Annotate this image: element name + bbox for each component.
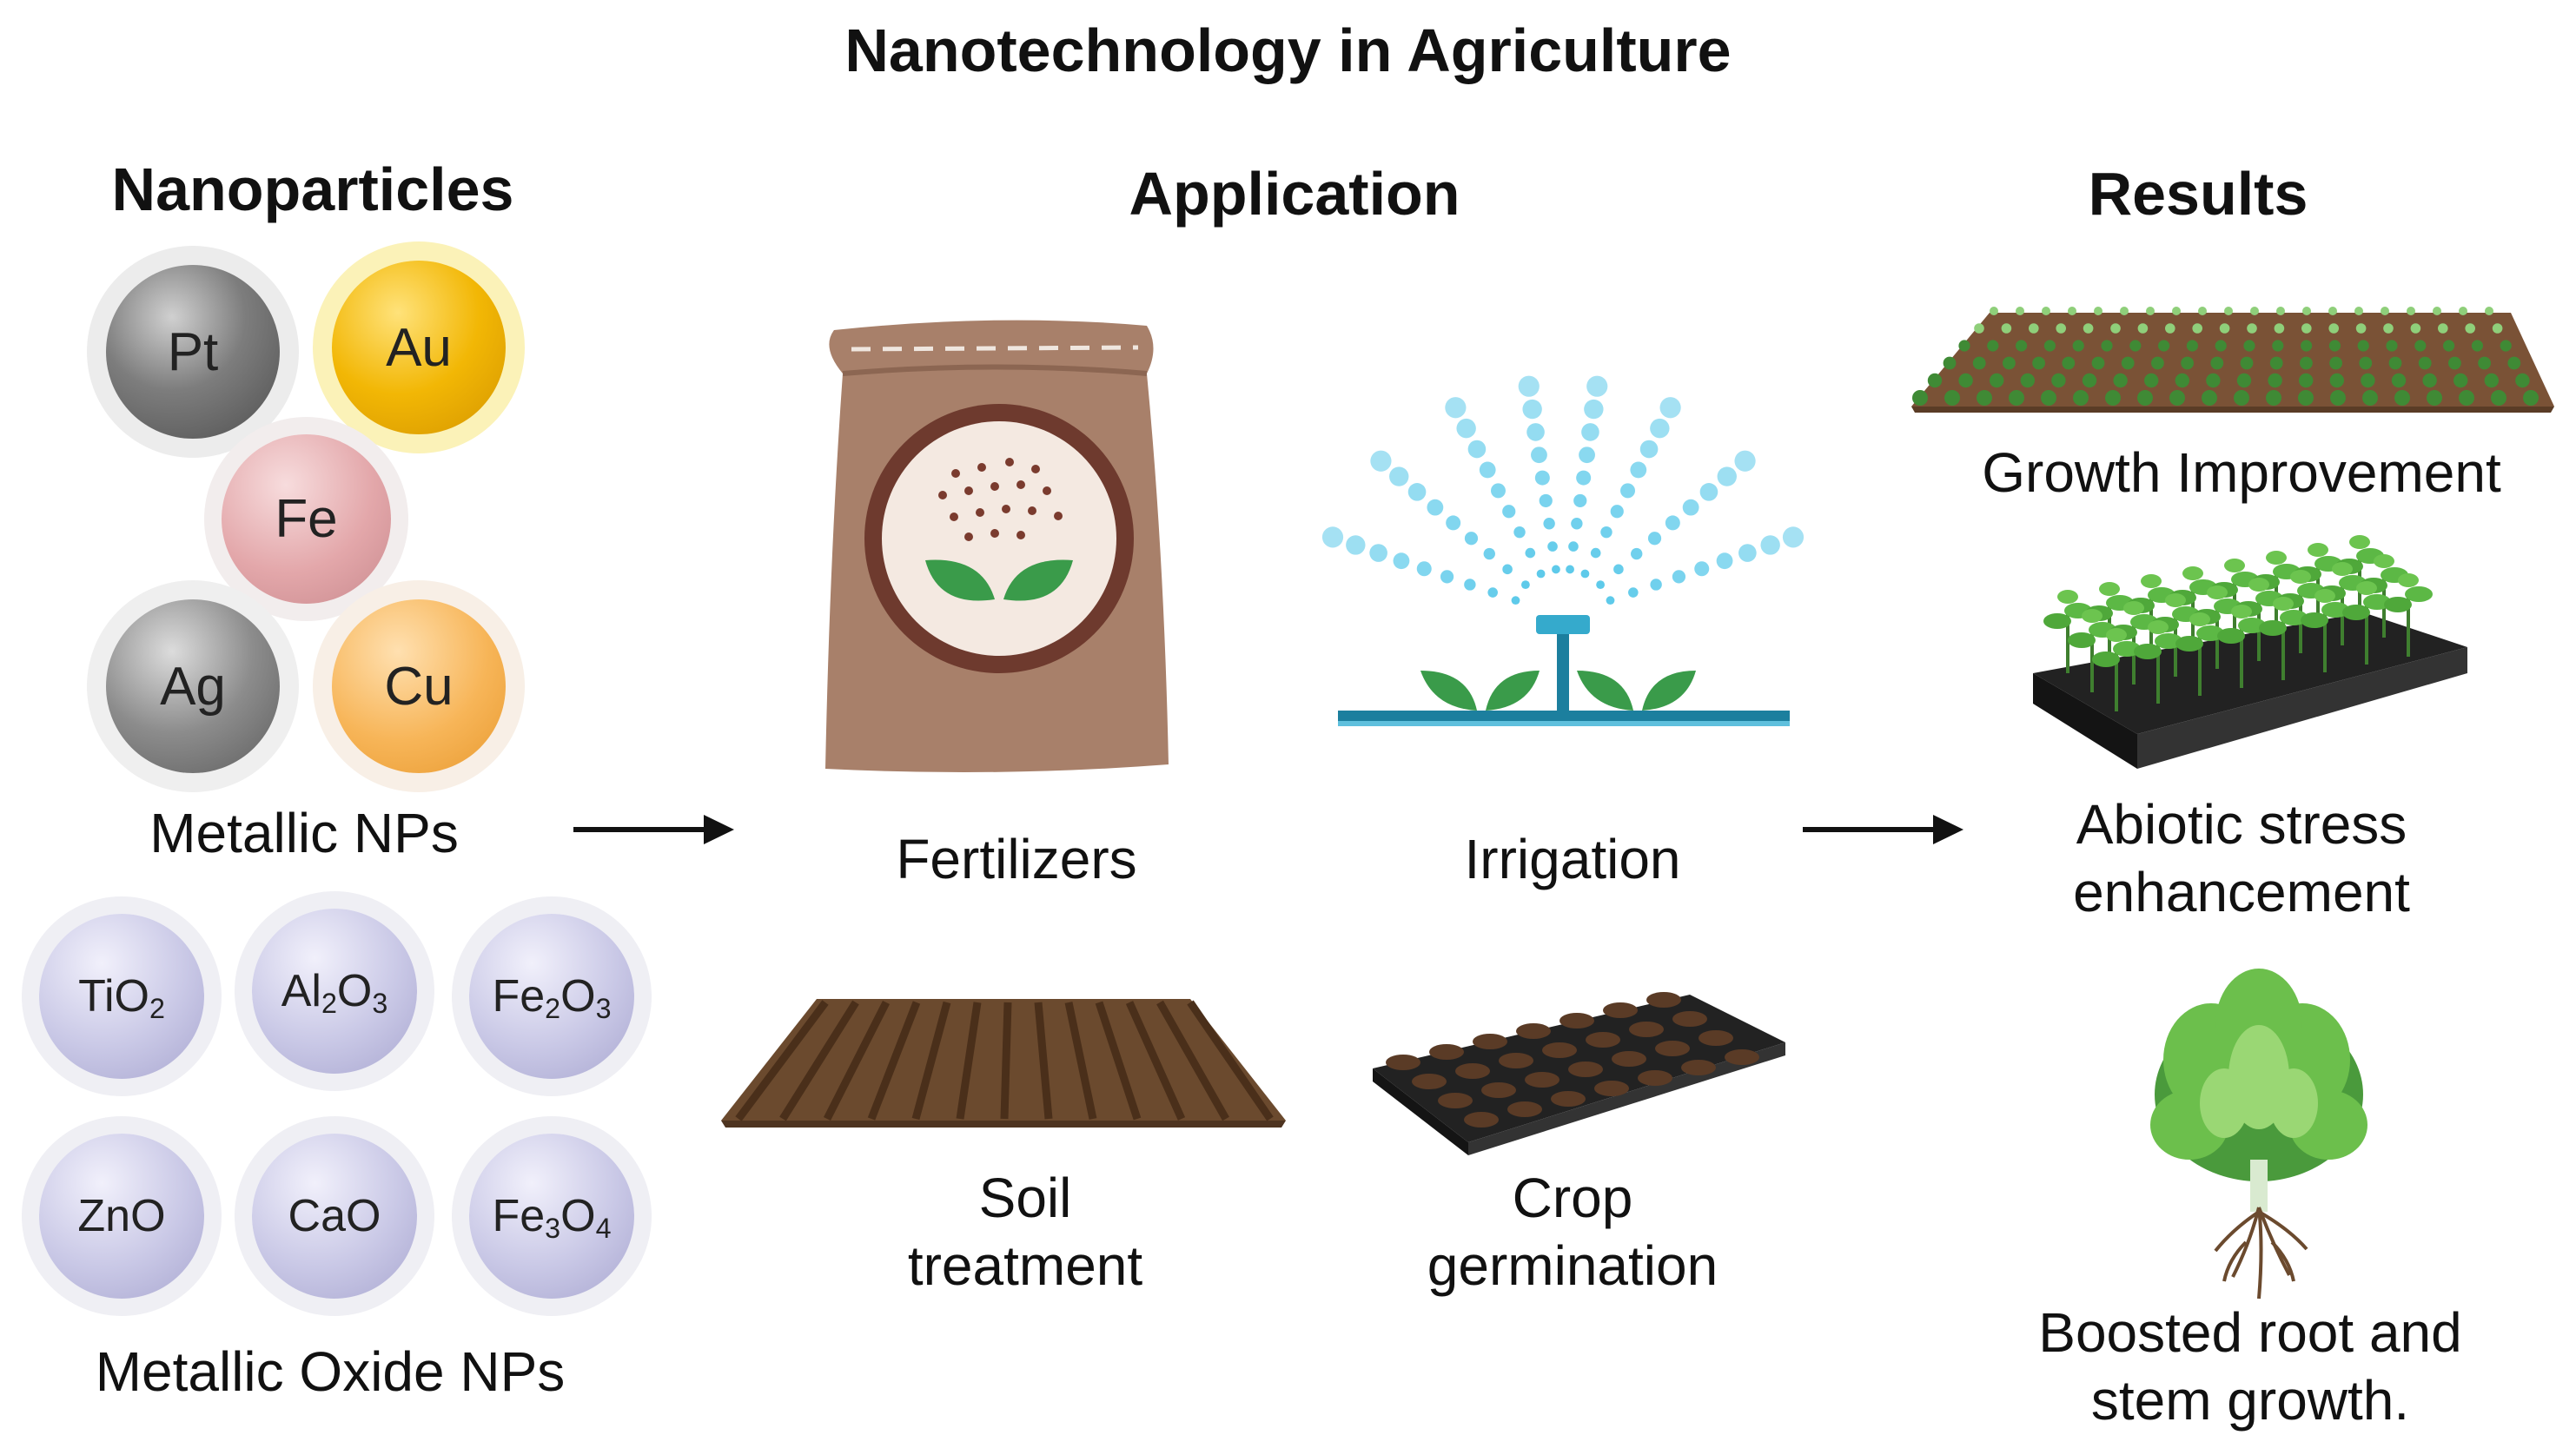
lettuce-roots-icon xyxy=(2150,969,2367,1300)
soil-treatment-line1: Soil xyxy=(978,1167,1072,1229)
pt-nanoparticle: Pt xyxy=(106,265,280,439)
nanoparticles-heading: Nanoparticles xyxy=(111,155,514,223)
tio2-nanoparticle: TiO2 xyxy=(39,914,204,1079)
fe3o4-nanoparticle: Fe3O4 xyxy=(469,1134,634,1299)
germination-tray-icon xyxy=(1373,992,1785,1155)
crop-germination-line2: germination xyxy=(1427,1234,1718,1297)
root-stem-growth-label: Boosted root and stem growth. xyxy=(1946,1299,2554,1434)
metallic-nps-label: Metallic NPs xyxy=(149,802,459,864)
application-heading: Application xyxy=(1129,160,1460,228)
cao-nanoparticle: CaO xyxy=(252,1134,417,1299)
arrow-to-results xyxy=(1803,815,1963,844)
crop-germination-label: Crop germination xyxy=(1381,1164,1764,1300)
irrigation-label: Irrigation xyxy=(1464,828,1681,890)
irrigation-sprinkler-icon xyxy=(1321,375,1805,726)
seedling-tray-icon xyxy=(2033,535,2467,769)
diagram-title: Nanotechnology in Agriculture xyxy=(844,17,1732,84)
crop-germination-line1: Crop xyxy=(1512,1167,1633,1229)
results-heading: Results xyxy=(2088,160,2308,228)
fe-nanoparticle: Fe xyxy=(222,434,391,604)
root-stem-growth-line2: stem growth. xyxy=(2090,1369,2410,1432)
soil-treatment-line2: treatment xyxy=(907,1234,1143,1297)
cu-nanoparticle: Cu xyxy=(332,599,506,773)
growth-improvement-label: Growth Improvement xyxy=(1982,441,2501,504)
soil-treatment-label: Soil treatment xyxy=(817,1164,1234,1300)
fertilizers-label: Fertilizers xyxy=(896,828,1137,890)
fe2o3-nanoparticle: Fe2O3 xyxy=(469,914,634,1079)
arrow-to-application xyxy=(573,815,734,844)
zno-nanoparticle: ZnO xyxy=(39,1134,204,1299)
abiotic-stress-line2: enhancement xyxy=(2073,861,2410,923)
metallic-oxide-nps-label: Metallic Oxide NPs xyxy=(95,1340,566,1403)
fertilizer-bag-icon xyxy=(825,320,1169,773)
al2o3-nanoparticle: Al2O3 xyxy=(252,909,417,1074)
au-nanoparticle: Au xyxy=(332,261,506,434)
ag-nanoparticle: Ag xyxy=(106,599,280,773)
crop-field-icon xyxy=(1911,307,2554,413)
root-stem-growth-line1: Boosted root and xyxy=(2038,1301,2462,1364)
soil-field-icon xyxy=(721,999,1286,1128)
abiotic-stress-label: Abiotic stress enhancement xyxy=(1963,790,2520,926)
abiotic-stress-line1: Abiotic stress xyxy=(2076,793,2407,856)
